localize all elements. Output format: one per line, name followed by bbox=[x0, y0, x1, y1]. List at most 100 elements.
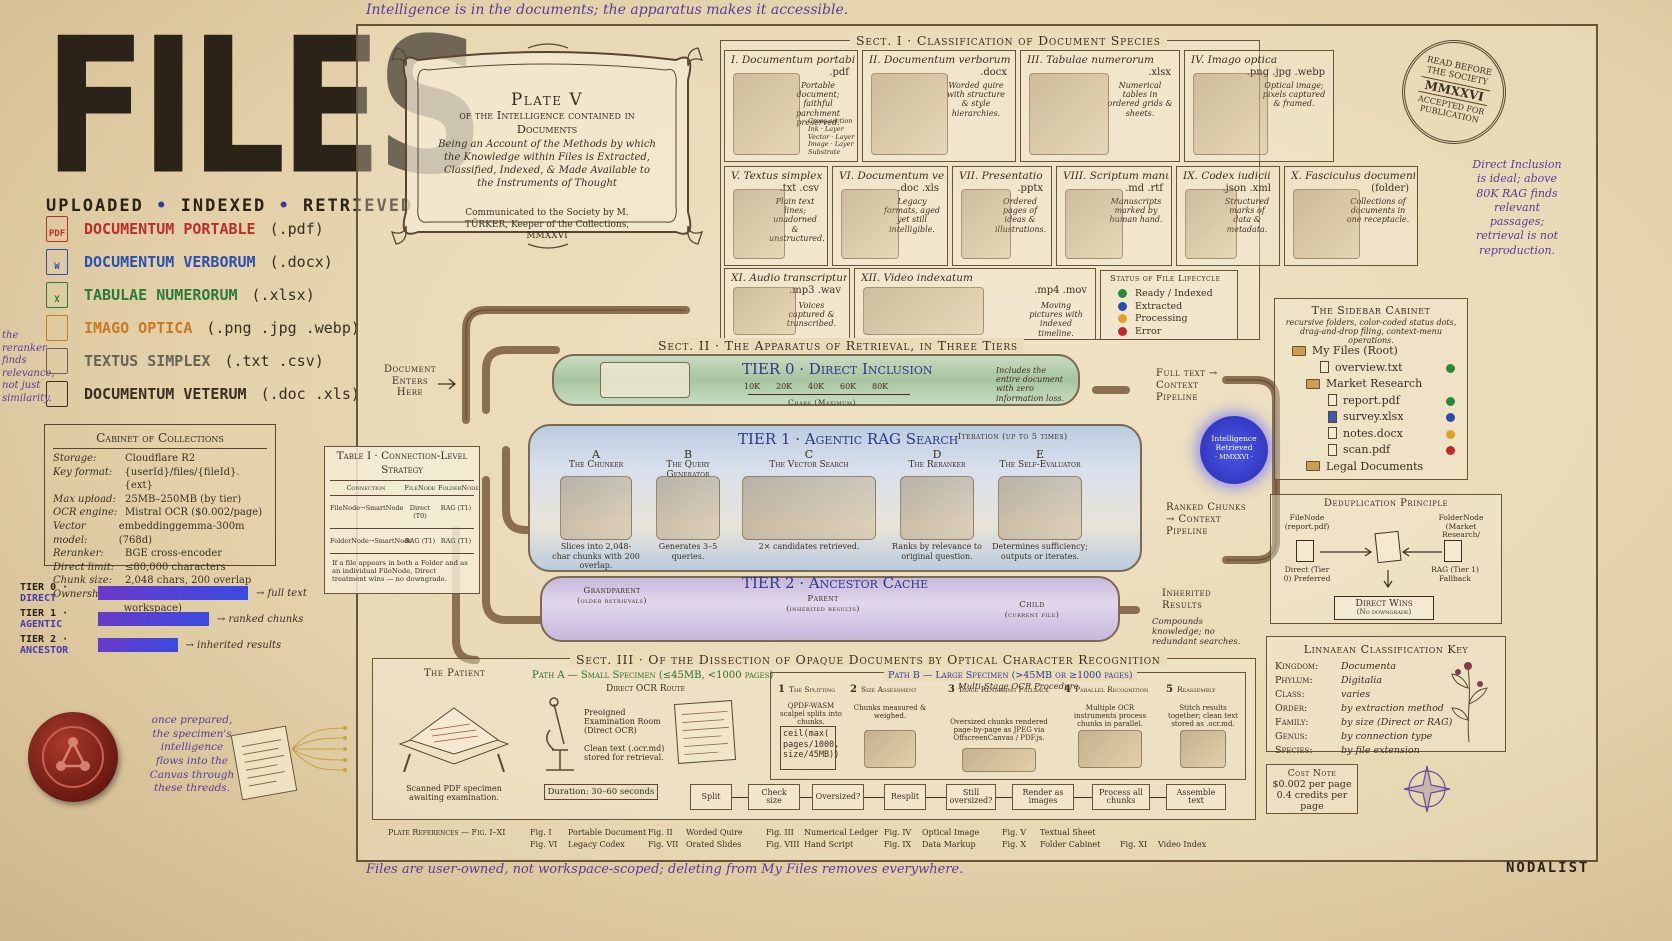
species-illustration-icon bbox=[1029, 73, 1109, 155]
path-b-step-name: Image Rendering Fallback bbox=[958, 685, 1049, 694]
species-num: III. bbox=[1027, 54, 1043, 66]
path-b-instrument-icon bbox=[1180, 730, 1226, 768]
badge-mid: Retrieved bbox=[1215, 443, 1253, 453]
sidebar-tree-item[interactable]: report.pdf bbox=[1328, 394, 1400, 407]
tier-bar-name: ANCESTOR bbox=[20, 645, 69, 656]
stage-letter: C bbox=[804, 448, 814, 461]
file-type-ext: (.pdf) bbox=[269, 220, 324, 238]
status-dot-icon bbox=[1446, 363, 1455, 373]
species-illustration-icon bbox=[733, 287, 796, 335]
sidebar-cabinet-box bbox=[1274, 298, 1468, 480]
table1-header-cell: FolderNode bbox=[438, 484, 479, 492]
cabinet-row: Reranker:BGE cross-encoder bbox=[53, 547, 267, 561]
microscope-icon bbox=[546, 697, 574, 771]
table1-header-cell: Connection bbox=[346, 484, 386, 492]
stage-desc: Determines sufficiency; outputs or itera… bbox=[992, 542, 1088, 561]
species-num: X. bbox=[1291, 170, 1302, 182]
file-icon bbox=[1328, 410, 1337, 423]
species-illustration-icon bbox=[733, 73, 800, 155]
species-latin: Presentatio bbox=[981, 170, 1043, 182]
tier-bar-name: DIRECT bbox=[20, 593, 57, 604]
file-type-icon bbox=[46, 381, 68, 407]
stage-letter: A bbox=[592, 448, 600, 461]
classkey-key: Phylum: bbox=[1275, 675, 1313, 686]
sidebar-tree-item[interactable]: survey.xlsx bbox=[1328, 410, 1404, 423]
cabinet-key: Storage: bbox=[53, 453, 97, 464]
stage-name: The Query Generator bbox=[666, 460, 710, 480]
sidebar-tree-item[interactable]: scan.pdf bbox=[1328, 443, 1390, 456]
lifecycle-label: Processing bbox=[1135, 313, 1188, 324]
ocr-flow-step: Resplit bbox=[884, 784, 926, 810]
cabinet-row: Max upload:25MB–250MB (by tier) bbox=[53, 493, 267, 507]
subtitle-indexed: INDEXED bbox=[180, 196, 267, 216]
sect3-title: Sect. III · Of the Dissection of Opaque … bbox=[570, 652, 1167, 667]
sidebar-tree-item[interactable]: My Files (Root) bbox=[1292, 344, 1398, 357]
sidebar-tree-item[interactable]: overview.txt bbox=[1320, 361, 1403, 374]
file-type-icon bbox=[46, 315, 68, 341]
species-num: I. bbox=[731, 54, 739, 66]
threads-icon bbox=[291, 726, 347, 772]
child-sub: (current file) bbox=[1004, 610, 1060, 619]
plate-ref-name: Numerical Ledger bbox=[804, 828, 879, 837]
patient-title: The Patient bbox=[424, 668, 486, 679]
tier2-tube bbox=[540, 576, 1120, 642]
species-num: XII. bbox=[861, 272, 881, 284]
species-desc: Legacy formats, aged yet still intelligi… bbox=[883, 197, 941, 234]
species-name: X. Fasciculus documentorum bbox=[1291, 170, 1415, 182]
ocr-flow-step: Assemble text bbox=[1166, 784, 1226, 810]
ocr-flow-step: Still oversized? bbox=[946, 784, 996, 810]
classkey-key: Family: bbox=[1275, 717, 1309, 728]
cabinet-value: Mistral OCR ($0.002/page) bbox=[125, 507, 263, 519]
tier-bar-label: TIER 2 · ANCESTOR bbox=[20, 634, 98, 656]
sidebar-tree-item[interactable]: Legal Documents bbox=[1306, 460, 1423, 473]
status-dot-icon bbox=[1118, 301, 1127, 311]
sidebar-tree-item[interactable]: Market Research bbox=[1306, 377, 1422, 390]
file-type-item: DOCUMENTUM VETERUM(.doc .xls) bbox=[46, 379, 360, 409]
file-type-icon: PDF bbox=[46, 216, 68, 242]
plate-ref-fig: Fig. III bbox=[766, 828, 794, 837]
tier-bar-row: TIER 1 · AGENTIC→ ranked chunks bbox=[20, 608, 303, 630]
dedup-title: Deduplication Principle bbox=[1323, 498, 1449, 509]
lifecycle-label: Error bbox=[1135, 325, 1162, 337]
ocr-flow-step: Render as images bbox=[1012, 784, 1074, 810]
lifecycle-label: Ready / Indexed bbox=[1135, 288, 1213, 299]
plate-ref-name: Video Index bbox=[1158, 840, 1207, 849]
path-b-formula: ceil(max( pages/1000, size/45MB)) bbox=[780, 726, 839, 770]
species-name: V. Textus simplex bbox=[731, 170, 825, 182]
cabinet-row: Storage:Cloudflare R2 bbox=[53, 452, 267, 466]
tier-bar-fill bbox=[98, 586, 248, 600]
table1-title: Table I · Connection-Level Strategy bbox=[336, 450, 468, 476]
cabinet-key: Vector model: bbox=[53, 520, 88, 546]
dedup-file: FileNode (report.pdf) bbox=[1284, 513, 1330, 531]
file-type-ext: (.doc .xls) bbox=[260, 385, 360, 403]
table1-cell: FileNode→SmartNode bbox=[330, 504, 404, 512]
species-ext: (folder) bbox=[1371, 183, 1409, 194]
stage-desc: Generates 3–5 queries. bbox=[658, 542, 718, 561]
species-cell: X. Fasciculus documentorum(folder)Collec… bbox=[1284, 166, 1418, 266]
species-ext: .xlsx bbox=[1148, 67, 1171, 78]
species-desc: Voices captured & transcribed. bbox=[786, 301, 837, 329]
dedup-direct: Direct (Tier 0) Preferred bbox=[1283, 565, 1331, 583]
cabinet-of-collections: Cabinet of Collections Storage:Cloudflar… bbox=[44, 424, 276, 614]
path-b-step-desc: Stitch results together; clean text stor… bbox=[1168, 704, 1238, 729]
file-type-name: TABULAE NUMERORUM bbox=[84, 286, 238, 304]
species-ext: .doc .xls bbox=[897, 183, 939, 194]
species-name: VIII. Scriptum manus bbox=[1063, 170, 1169, 182]
table1-cell: RAG (T1) bbox=[440, 537, 472, 545]
tier0-tick: 80K bbox=[872, 382, 889, 391]
sidebar-tree-item[interactable]: notes.docx bbox=[1328, 427, 1403, 440]
species-ext: .pptx bbox=[1017, 183, 1043, 194]
lifecycle-label: Extracted bbox=[1135, 300, 1183, 312]
plate-ref-fig: Fig. VI bbox=[530, 840, 558, 849]
plate-title: Plate V bbox=[510, 90, 584, 110]
path-a-duration: Duration: 30–60 seconds bbox=[544, 784, 658, 800]
lifecycle-item: Error bbox=[1118, 326, 1161, 337]
